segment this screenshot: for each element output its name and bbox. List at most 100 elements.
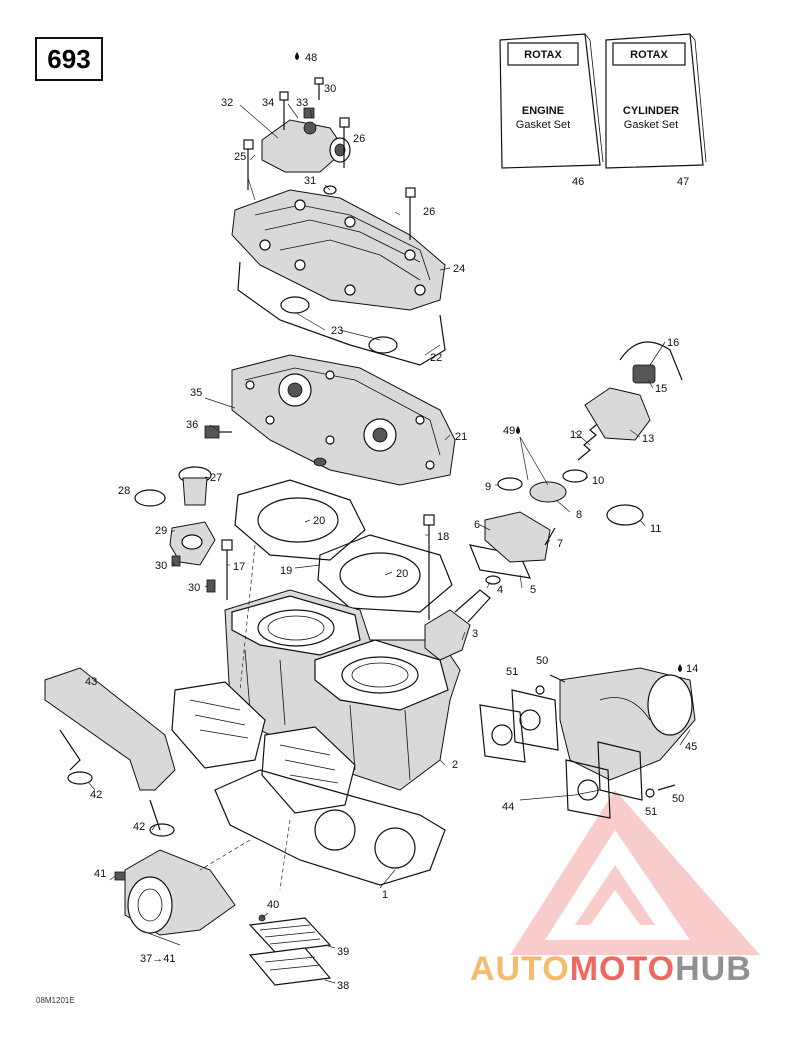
sealant-drop-48 [295,52,299,60]
callout-44: 44 [502,801,514,813]
callout-11: 11 [650,523,661,535]
exhaust-manifold[interactable] [559,667,696,781]
callout-23: 23 [331,325,343,337]
bolt-25[interactable] [243,139,254,190]
bolt-30-top[interactable] [314,77,324,100]
callout-30-top: 30 [324,83,336,95]
callout-22: 22 [430,352,442,364]
head-cover-gasket[interactable] [237,261,446,366]
callout-28: 28 [118,485,130,497]
o-ring-23-right[interactable] [368,336,398,354]
callout-49: 49 [503,425,515,437]
piston-8[interactable] [529,481,567,503]
o-ring-11[interactable] [606,504,644,526]
callout-14: 14 [686,663,698,675]
callout-labels: 1 2 3 4 5 6 7 8 9 10 11 12 13 14 15 16 1… [85,52,698,992]
reed-stopper-38[interactable] [248,947,332,986]
valve-cover-13[interactable] [584,387,651,441]
cylinder-base-gasket[interactable] [214,769,446,886]
head-gasket-right[interactable] [317,534,453,613]
callout-51-top: 51 [506,666,518,678]
flange-gasket-left[interactable] [511,689,559,751]
thermostat[interactable] [178,466,212,506]
flange-gasket-lower-right[interactable] [565,759,611,819]
bolt-30-lower[interactable] [206,579,216,593]
bolt-41[interactable] [114,871,126,881]
watermark-hub: HUB [675,950,752,988]
engine-gasket-set-booklet[interactable]: ROTAX ENGINE Gasket Set [499,33,604,169]
callout-3: 3 [472,628,478,640]
callout-17: 17 [233,561,245,573]
bolt-30-left[interactable] [171,555,181,567]
engine-booklet-title: ENGINE [522,105,564,117]
cap-15[interactable] [632,364,656,384]
callout-12: 12 [570,429,582,441]
carburetor-adaptor[interactable] [124,849,236,936]
callout-43: 43 [85,676,97,688]
bolt-50-top[interactable] [549,674,566,683]
callout-2: 2 [452,759,458,771]
callout-19: 19 [280,565,292,577]
callout-26-head: 26 [423,206,435,218]
cylinder-booklet-subtitle: Gasket Set [624,119,678,131]
reed-valve-right[interactable] [261,726,356,814]
callout-30-left: 30 [155,560,167,572]
callout-8: 8 [576,509,582,521]
bolt-50-right[interactable] [657,784,676,791]
callout-32: 32 [221,97,233,109]
washer-51-top[interactable] [535,685,545,695]
o-ring-9[interactable] [497,477,523,491]
callout-5: 5 [530,584,536,596]
sealant-drop-icon [678,664,682,672]
flange-gasket-lower-left[interactable] [479,704,526,763]
callout-13: 13 [642,433,654,445]
clamp-42-lower[interactable] [149,823,175,837]
reed-petal-39[interactable] [248,917,332,953]
nut-33[interactable] [303,107,315,119]
o-ring-10[interactable] [562,469,588,483]
cylinder-gasket-set-booklet[interactable]: ROTAX CYLINDER Gasket Set [605,33,707,169]
intake-tube[interactable] [44,667,176,831]
callout-51-right: 51 [645,806,657,818]
thermostat-gasket-28[interactable] [134,489,166,507]
gasket-4[interactable] [485,575,501,585]
spring-clip-16[interactable] [619,341,683,381]
callout-39: 39 [337,946,349,958]
callout-16: 16 [667,337,679,349]
callout-38: 38 [337,980,349,992]
o-ring-23-left[interactable] [280,296,310,314]
clamp-42-upper[interactable] [67,771,93,785]
callout-4: 4 [497,584,503,596]
cylinder-head[interactable] [231,354,456,486]
callout-45: 45 [685,741,697,753]
engine-booklet-subtitle: Gasket Set [516,119,570,131]
callout-36: 36 [186,419,198,431]
callout-29: 29 [155,525,167,537]
thermostat-housing-29[interactable] [169,521,216,566]
bolt-26-top[interactable] [339,117,350,168]
valve-housing-6[interactable] [484,511,551,563]
bolt-17[interactable] [221,539,233,600]
washer-51-right[interactable] [645,788,655,798]
bolt-26-head[interactable] [405,187,416,240]
callout-18: 18 [437,531,449,543]
bolt-34[interactable] [279,91,289,130]
leader-lines [87,103,691,984]
callout-41: 41 [94,868,106,880]
flange-gasket-right[interactable] [597,741,643,801]
sensor-36[interactable] [204,425,232,439]
callout-40: 40 [267,899,279,911]
callout-42-upper: 42 [90,789,102,801]
bolt-7[interactable] [544,527,556,546]
callout-24: 24 [453,263,465,275]
cylinder-head-cover[interactable] [231,189,446,311]
reed-valve-left[interactable] [171,681,266,769]
watermark-text: AUTOMOTOHUB [470,950,800,988]
callout-25: 25 [234,151,246,163]
exhaust-valve-3[interactable] [424,589,491,661]
head-gasket-left[interactable] [234,479,366,561]
page-number: 693 [35,37,103,81]
thermostat-housing-cover[interactable] [261,119,351,173]
